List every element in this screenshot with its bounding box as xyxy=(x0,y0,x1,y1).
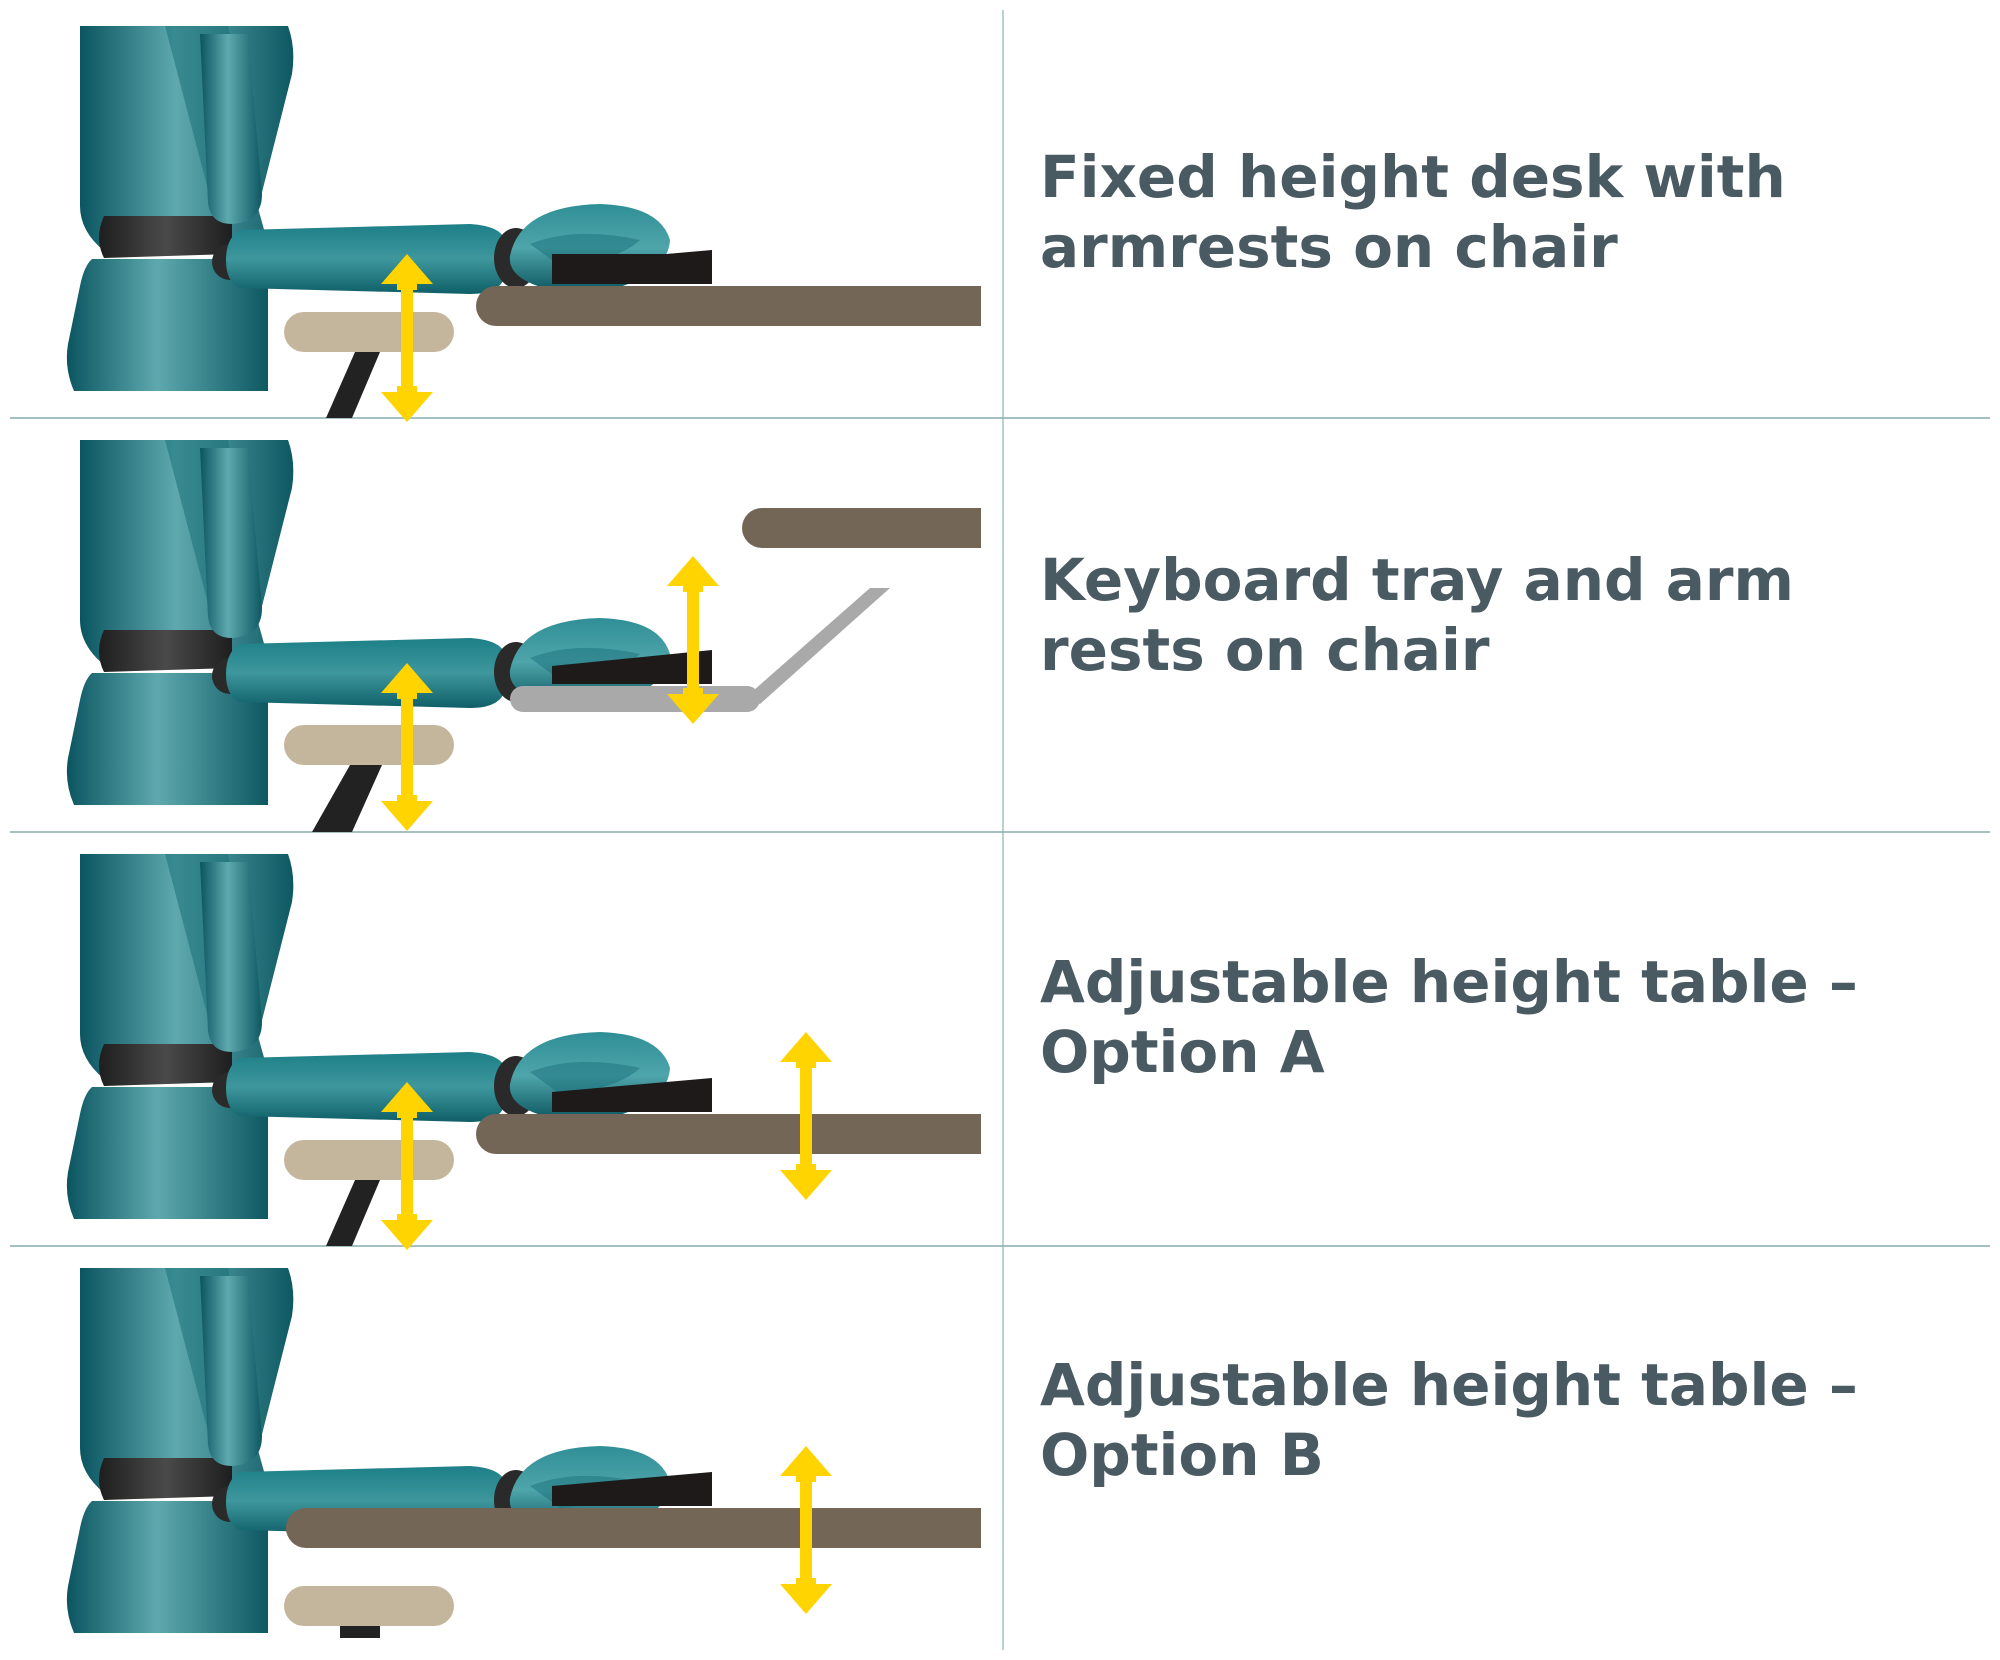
caption-fixed-height-desk: Fixed height desk with armrests on chair xyxy=(1040,142,1940,282)
caption-adjustable-table-b: Adjustable height table – Option B xyxy=(1040,1350,1940,1490)
armrest-4 xyxy=(284,1586,454,1626)
caption-line: armrests on chair xyxy=(1040,213,1618,281)
caption-line: Fixed height desk with xyxy=(1040,143,1786,211)
panel-2-illustration xyxy=(66,440,981,832)
caption-adjustable-table-a: Adjustable height table – Option A xyxy=(1040,947,1940,1087)
panel-4-illustration xyxy=(66,1268,981,1638)
caption-line: Adjustable height table – xyxy=(1040,1351,1858,1419)
caption-keyboard-tray: Keyboard tray and arm rests on chair xyxy=(1040,545,1940,685)
panel-1-illustration xyxy=(66,26,981,422)
panel-3-illustration xyxy=(66,854,981,1250)
armrest-1 xyxy=(284,312,454,418)
caption-line: Option A xyxy=(1040,1018,1325,1086)
keyboard-tray xyxy=(510,686,760,712)
up-down-arrow-icon xyxy=(667,556,719,724)
armrest-3 xyxy=(284,1140,454,1246)
caption-line: Option B xyxy=(1040,1421,1324,1489)
keyboard-4 xyxy=(552,1472,712,1506)
caption-line: Keyboard tray and arm xyxy=(1040,546,1794,614)
seated-figure-4 xyxy=(66,1268,671,1633)
caption-line: Adjustable height table – xyxy=(1040,948,1858,1016)
caption-line: rests on chair xyxy=(1040,616,1490,684)
tray-arm xyxy=(745,588,890,704)
keyboard-2 xyxy=(552,650,712,684)
keyboard-3 xyxy=(552,1078,712,1112)
